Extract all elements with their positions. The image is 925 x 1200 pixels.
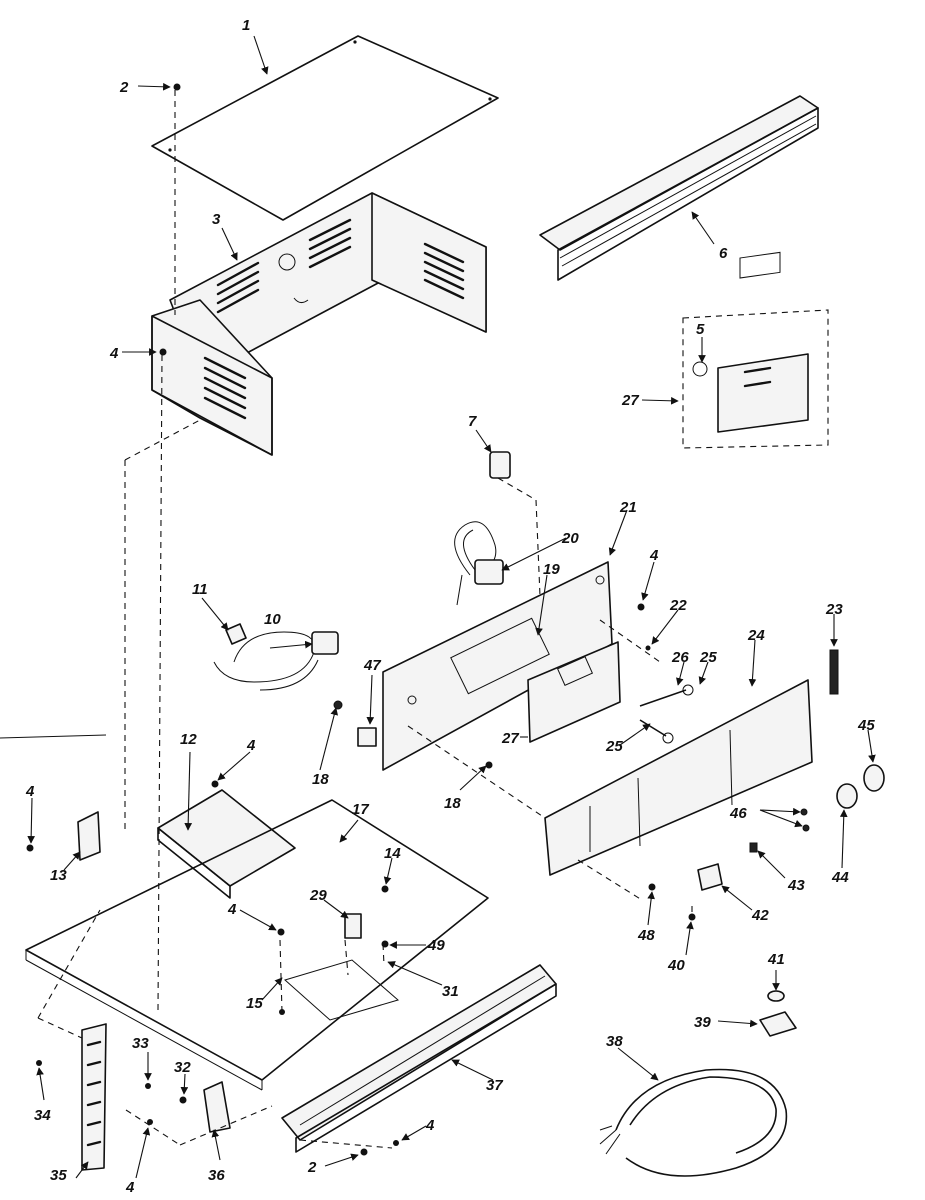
callout-6: 6	[719, 245, 728, 262]
front-control-panel	[544, 679, 813, 876]
callout-23: 23	[825, 601, 843, 618]
callout-4: 4	[25, 783, 35, 800]
callout-40: 40	[667, 957, 685, 974]
plate-13	[77, 811, 101, 861]
bracket-36	[203, 1081, 231, 1133]
callout-18: 18	[312, 771, 329, 788]
margin-rule	[0, 734, 107, 739]
callout-25: 25	[699, 649, 717, 666]
callout-4: 4	[109, 345, 119, 362]
top-panel	[151, 35, 499, 221]
spring-part	[829, 649, 839, 695]
cabinet-wrapper	[151, 192, 487, 456]
switch-inset-box	[682, 251, 829, 449]
callout-26: 26	[671, 649, 689, 666]
callout-15: 15	[246, 995, 263, 1012]
callout-4: 4	[425, 1117, 435, 1134]
hardware-screws	[26, 83, 696, 1156]
left-components	[213, 623, 377, 747]
leader-lines	[27, 35, 876, 1179]
callout-41: 41	[767, 951, 785, 968]
callout-2: 2	[119, 79, 129, 96]
callout-35: 35	[50, 1167, 67, 1184]
rail-12	[157, 789, 296, 899]
callout-32: 32	[174, 1059, 191, 1076]
knobs-and-brackets	[697, 764, 885, 891]
callout-33: 33	[132, 1035, 149, 1052]
assembly-guide-lines	[37, 90, 693, 1149]
callout-27: 27	[621, 392, 639, 409]
callout-13: 13	[50, 867, 67, 884]
clip-part	[489, 451, 511, 479]
callout-21: 21	[619, 499, 637, 516]
callout-7: 7	[468, 413, 477, 430]
callout-3: 3	[212, 211, 221, 228]
callout-25: 25	[605, 738, 623, 755]
bottom-rail	[281, 964, 557, 1153]
callout-49: 49	[427, 937, 445, 954]
callout-22: 22	[669, 597, 687, 614]
callout-12: 12	[180, 731, 197, 748]
callout-4: 4	[246, 737, 256, 754]
base-plate	[25, 799, 489, 1091]
terminal-strip	[81, 1023, 107, 1171]
callout-42: 42	[751, 907, 769, 924]
callout-27: 27	[501, 730, 519, 747]
callout-18: 18	[444, 795, 461, 812]
switch-housing	[527, 641, 621, 743]
callout-34: 34	[34, 1107, 51, 1124]
cabinet-vents	[203, 218, 465, 420]
callout-47: 47	[363, 657, 381, 674]
callout-36: 36	[208, 1167, 225, 1184]
callout-39: 39	[694, 1014, 711, 1031]
top-rail	[539, 95, 819, 281]
callout-24: 24	[747, 627, 765, 644]
callout-19: 19	[543, 561, 560, 578]
callout-43: 43	[787, 877, 805, 894]
callout-48: 48	[637, 927, 655, 944]
callout-4: 4	[227, 901, 237, 918]
callout-labels: 1 2 3 4 6 5 27 7 20 21 4 22 19 26 25 24 …	[25, 17, 875, 1196]
callout-1: 1	[242, 17, 250, 34]
power-cord-parts	[599, 990, 797, 1177]
callout-4: 4	[649, 547, 659, 564]
thermostat-part	[454, 521, 504, 606]
callout-14: 14	[384, 845, 401, 862]
callout-4: 4	[125, 1179, 135, 1196]
pins	[639, 684, 694, 744]
callout-38: 38	[606, 1033, 623, 1050]
callout-11: 11	[192, 581, 208, 598]
callout-20: 20	[561, 530, 579, 547]
callout-37: 37	[486, 1077, 503, 1094]
callout-2: 2	[307, 1159, 317, 1176]
callout-31: 31	[442, 983, 459, 1000]
callout-44: 44	[831, 869, 849, 886]
callout-17: 17	[352, 801, 369, 818]
callout-45: 45	[857, 717, 875, 734]
callout-5: 5	[696, 321, 705, 338]
callout-29: 29	[309, 887, 327, 904]
callout-46: 46	[729, 805, 747, 822]
callout-10: 10	[264, 611, 281, 628]
